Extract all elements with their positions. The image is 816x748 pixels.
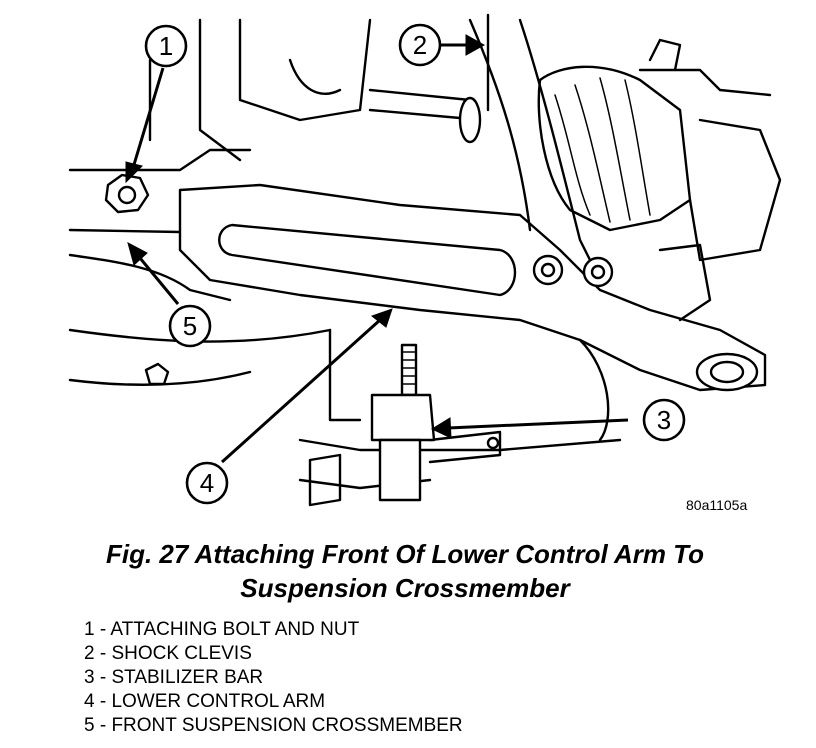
arrowhead-1-icon [125, 161, 143, 184]
legend-item: 2 - SHOCK CLEVIS [84, 643, 252, 664]
clevis-bolt-right [582, 256, 614, 288]
stabilizer-link-body [378, 438, 422, 502]
leader-line-1 [131, 67, 165, 169]
technical-illustration: 1 2 3 4 5 [68, 13, 782, 507]
crossmember-drop [328, 328, 362, 422]
stabilizer-bar-hole [486, 436, 500, 450]
clevis-bolt-right-hole [590, 264, 606, 280]
lower-control-arm-body [178, 183, 767, 392]
shock-clevis-right-edge [518, 18, 602, 282]
callout-legend: 1 - ATTACHING BOLT AND NUT 2 - SHOCK CLE… [84, 618, 463, 738]
arrowhead-5-icon [127, 242, 148, 266]
bracket-outline [148, 18, 242, 162]
figure-code: 80a1105a [686, 497, 748, 513]
arrowhead-4-icon [370, 308, 393, 328]
svg-text:1: 1 [159, 31, 173, 61]
legend-item: 3 - STABILIZER BAR [84, 667, 264, 688]
body-line-lower [68, 370, 252, 386]
stabilizer-bar-clamp [308, 453, 342, 507]
crossmember-upper-edge [68, 148, 252, 172]
caption-line-2: Suspension Crossmember [240, 573, 570, 603]
callout-1: 1 [144, 24, 188, 68]
caption-line-1: Fig. 27 Attaching Front Of Lower Control… [106, 539, 704, 569]
svg-text:3: 3 [657, 405, 671, 435]
crossmember-flange [68, 253, 232, 302]
attaching-bolt-center [117, 185, 137, 205]
arm-underside-curve [578, 338, 610, 442]
stabilizer-link-bushing [370, 393, 436, 442]
leader-line-5 [138, 257, 180, 305]
lower-control-arm-slot [218, 223, 517, 297]
stabilizer-link-threads [401, 351, 417, 385]
cv-axle-nut [638, 38, 772, 97]
stabilizer-bar-upper [298, 438, 622, 452]
attaching-bolt-head [104, 173, 150, 214]
stabilizer-bar-end [428, 430, 502, 464]
arrowhead-2-icon [465, 34, 486, 56]
legend-item: 4 - LOWER CONTROL ARM [84, 691, 326, 712]
clevis-bolt-left-hole [540, 262, 556, 278]
bracket-detail [288, 58, 342, 95]
crossmember-small-nut [144, 362, 170, 386]
svg-text:2: 2 [413, 30, 427, 60]
tie-rod-end [458, 96, 482, 144]
callout-4: 4 [185, 461, 229, 505]
legend-item: 5 - FRONT SUSPENSION CROSSMEMBER [84, 715, 463, 736]
knuckle-outline [688, 118, 782, 262]
leader-line-4 [220, 318, 382, 464]
ball-joint [658, 243, 712, 322]
callout-3: 3 [642, 398, 686, 442]
figure-caption: Fig. 27 Attaching Front Of Lower Control… [40, 537, 770, 605]
rear-bushing [695, 352, 759, 392]
cv-boot [537, 65, 692, 232]
legend-item: 1 - ATTACHING BOLT AND NUT [84, 619, 360, 640]
leader-line-3 [447, 418, 629, 430]
callout-5: 5 [168, 304, 212, 348]
clevis-bolt-left [532, 254, 564, 286]
cv-boot-ribs [554, 77, 651, 223]
svg-text:4: 4 [200, 468, 214, 498]
tie-rod [368, 88, 472, 120]
callout-2: 2 [398, 23, 442, 67]
suspension-line-drawing: 1 2 3 4 5 [68, 13, 782, 507]
rear-bushing-inner [709, 360, 745, 384]
svg-text:5: 5 [183, 311, 197, 341]
arrowhead-3-icon [430, 417, 452, 439]
bracket-upper [238, 18, 372, 122]
